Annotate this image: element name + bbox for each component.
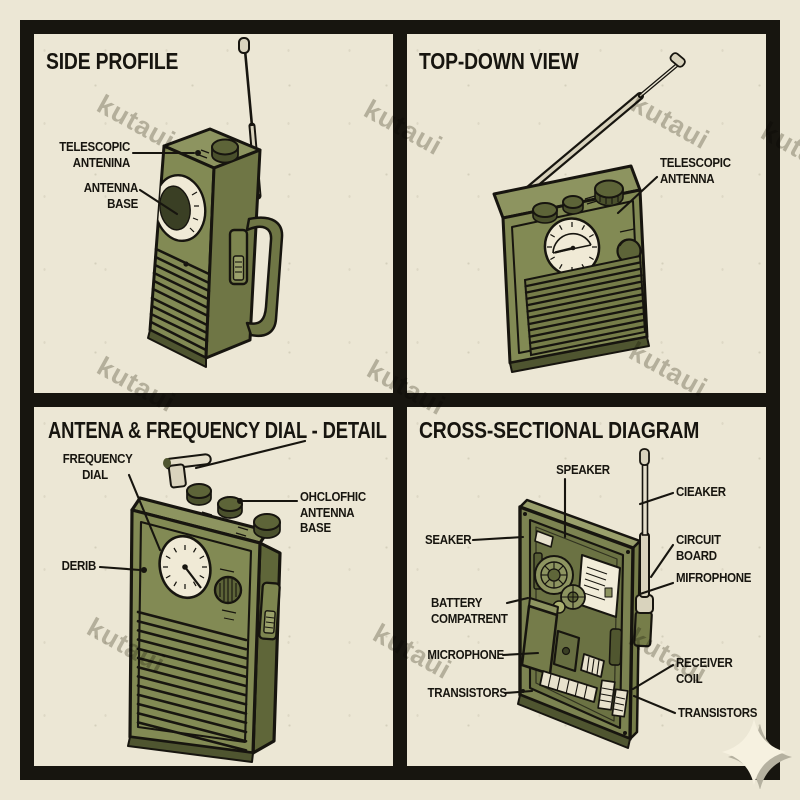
volume-knob	[213, 568, 243, 621]
leader-dot	[237, 498, 243, 504]
transistor-strip-left	[539, 670, 598, 703]
label-speaker-top: SPEAKER	[556, 463, 610, 477]
tuning-coil	[560, 584, 586, 610]
radio-top-down-illustration	[492, 52, 686, 373]
radio-cross-section-illustration	[517, 448, 654, 749]
leader-speaker-left	[471, 535, 525, 542]
speaker-grille	[523, 254, 647, 357]
panel-detail: ANTENA & FREQUENCY DIAL - DETAIL	[34, 407, 393, 766]
leader-lines	[471, 477, 677, 715]
panel-cross-section: CROSS-SECTIONAL DIAGRAM	[407, 407, 766, 766]
radio-detail-illustration	[127, 453, 282, 763]
speaker-grille	[149, 247, 211, 352]
leader-receiver-coil	[631, 663, 675, 691]
leader-dot	[195, 150, 201, 156]
leader-transistors-right	[632, 694, 677, 715]
receiver-coil	[580, 653, 605, 678]
leader-circuit-board	[649, 543, 675, 579]
panel-title: ANTENA & FREQUENCY DIAL - DETAIL	[48, 417, 387, 443]
internal-components	[520, 530, 629, 718]
label-transistors-right: TRANSISTORS	[678, 706, 758, 720]
label-telescopic-antenna: TELESCOPIC ANTENINA	[59, 140, 131, 170]
sparkle-icon	[722, 719, 792, 789]
label-antenna-base: OHCLOFHIC ANTENNA BASE	[300, 490, 366, 535]
leader-dial	[98, 565, 142, 572]
leader-lines	[98, 439, 307, 573]
radio-side-profile-illustration	[147, 37, 284, 368]
speaker	[534, 555, 574, 595]
label-antenna-base: ANTENNA BASE	[83, 181, 139, 211]
label-battery-compartment: BATTERY COMPATRENT	[431, 596, 508, 626]
leader-telescopic-antenna	[616, 175, 659, 215]
leader-transistors-left	[503, 689, 534, 695]
leader-microphone	[501, 651, 540, 657]
frequency-dial	[158, 534, 212, 600]
leader-lines	[131, 150, 201, 216]
antenna-stub	[163, 453, 212, 489]
panel-side-profile: SIDE PROFILE	[34, 34, 393, 393]
panel-title: CROSS-SECTIONAL DIAGRAM	[419, 417, 700, 443]
panel-top-down: TOP-DOWN VIEW	[407, 34, 766, 393]
label-telescopic-antenna: TELESCOPIC ANTENNA	[660, 156, 731, 186]
panel-title: TOP-DOWN VIEW	[419, 48, 579, 74]
leader-battery	[505, 596, 530, 605]
panel-title: SIDE PROFILE	[46, 48, 179, 74]
label-antenna: CIEAKER	[676, 485, 726, 499]
label-frequency-dial: FREQUENCY DIAL	[62, 452, 133, 482]
bracket	[534, 530, 554, 548]
label-transistors-left: TRANSISTORS	[427, 686, 507, 700]
label-circuit-board: CIRCUIT BOARD	[676, 533, 721, 563]
leader-lines	[616, 175, 659, 215]
dial-edge	[153, 173, 207, 243]
side-switch	[228, 228, 249, 286]
leader-antenna-stub	[194, 439, 307, 470]
top-knob	[198, 138, 239, 164]
label-microphone-right: MIFROPHONE	[676, 571, 752, 585]
top-knobs	[186, 483, 281, 539]
transistor-strip-right	[597, 679, 629, 718]
leader-microphone-right	[638, 581, 675, 596]
antenna-assembly	[633, 448, 654, 648]
leader-dot	[141, 567, 147, 573]
microphone-block	[552, 629, 581, 673]
belt-clip	[245, 216, 284, 337]
side-switch	[258, 581, 281, 641]
label-receiver-coil: RECEIVER COIL	[676, 656, 733, 686]
leader-antenna	[638, 491, 675, 506]
speaker-grille	[136, 610, 248, 752]
label-speaker-left: SEAKER	[425, 533, 472, 547]
leader-antenna-base	[138, 188, 179, 216]
leader-frequency-dial	[127, 473, 162, 552]
label-microphone: MICROPHONE	[427, 648, 504, 662]
top-knobs	[532, 179, 624, 224]
slot-right	[608, 628, 623, 666]
label-dial: DERIB	[61, 559, 97, 573]
